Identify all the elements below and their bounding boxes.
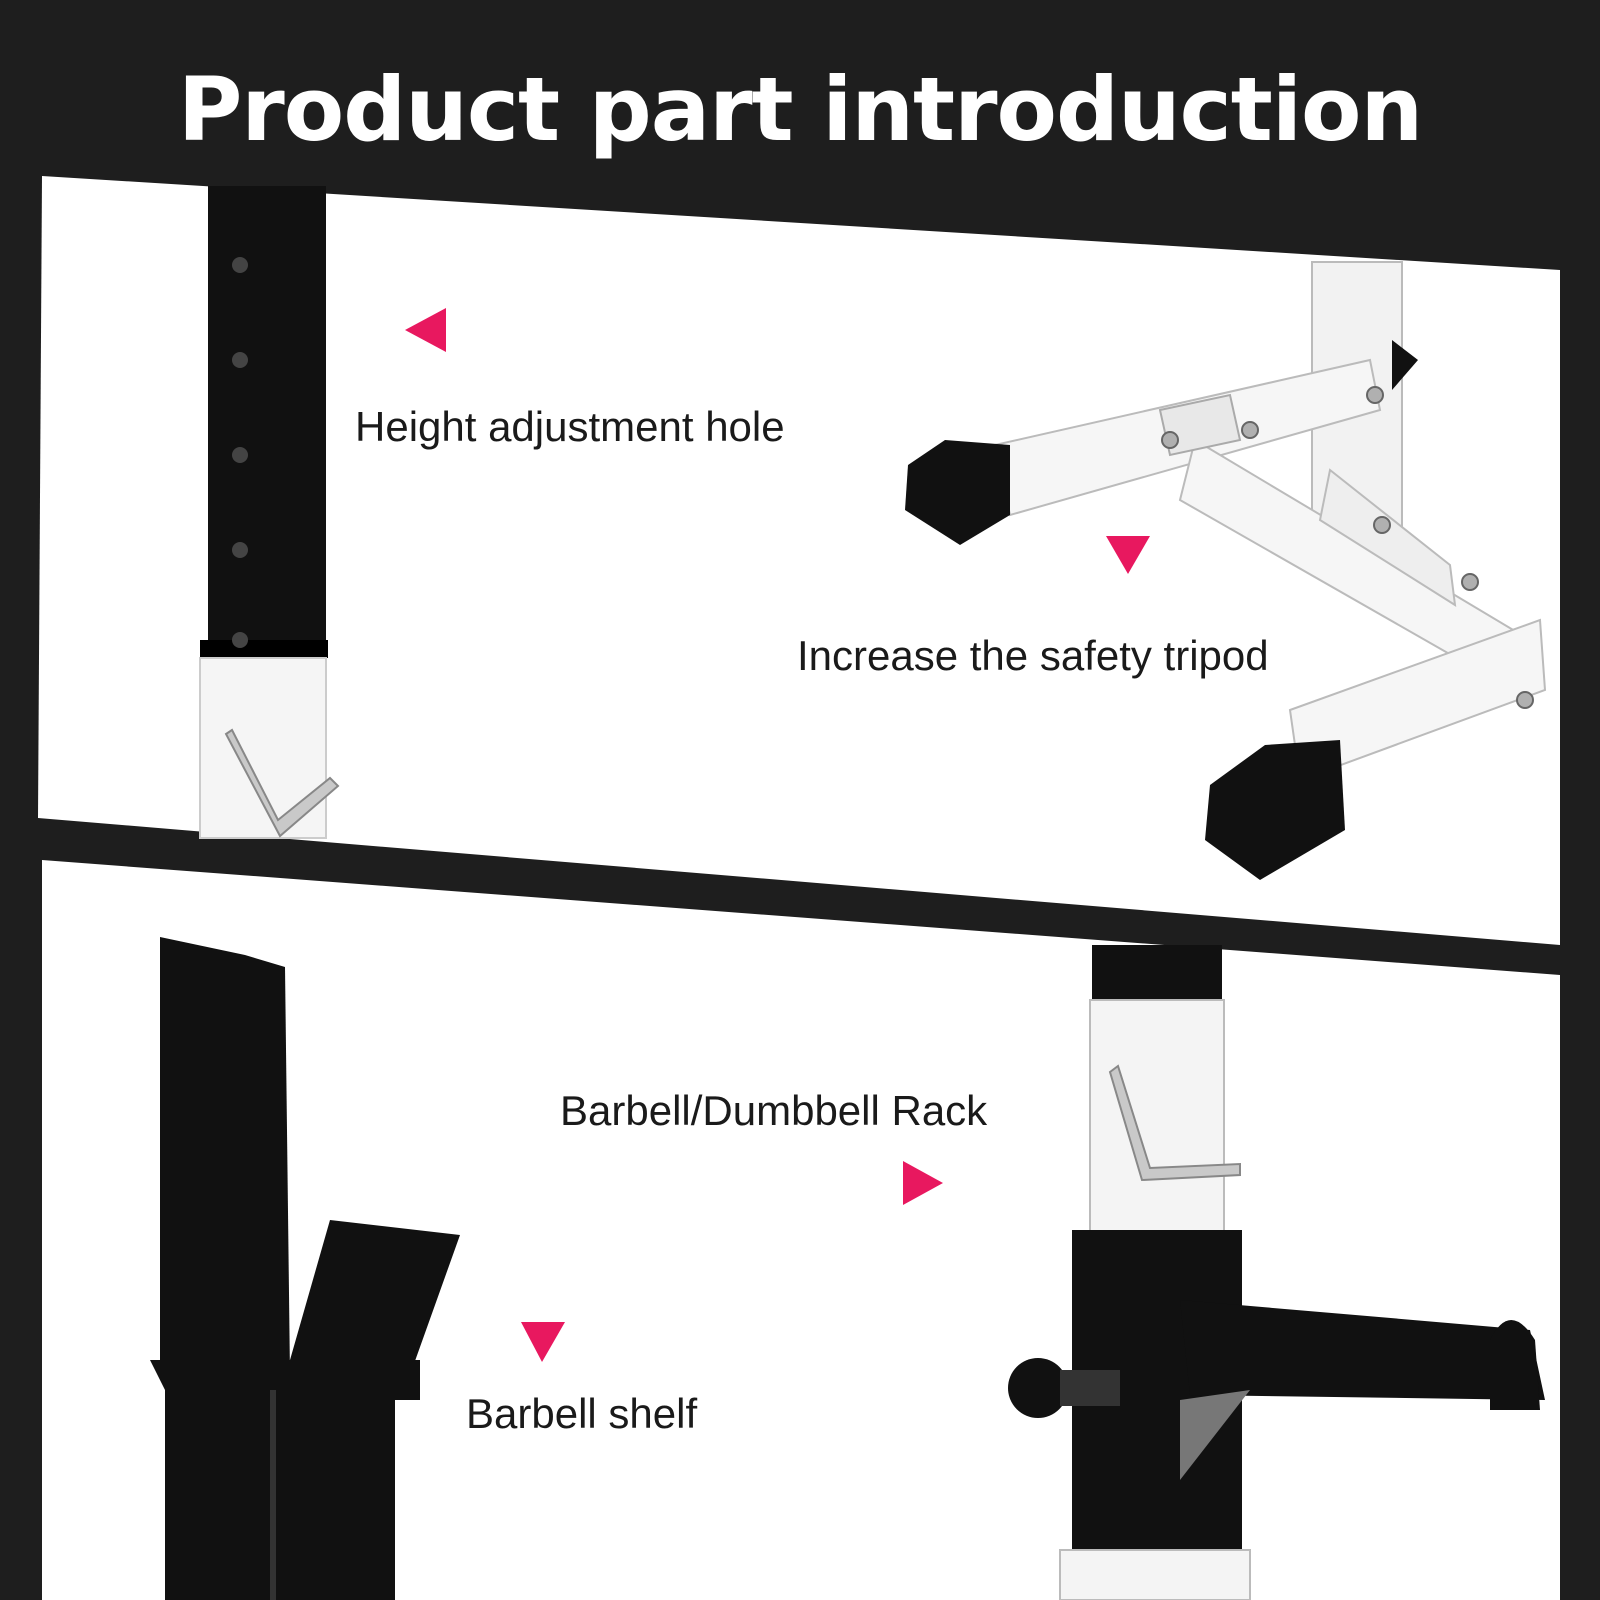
upright-post xyxy=(199,186,340,839)
marker-shelf xyxy=(521,1322,565,1362)
label-barbell-shelf: Barbell shelf xyxy=(466,1390,698,1437)
marker-height-hole xyxy=(405,308,446,352)
label-height-adjustment-hole: Height adjustment hole xyxy=(355,403,785,450)
rack-post xyxy=(1008,945,1545,1600)
rack-safety-pin xyxy=(1108,1064,1241,1182)
top-panel xyxy=(38,176,1560,945)
safety-pin xyxy=(224,728,340,838)
label-barbell-dumbbell-rack: Barbell/Dumbbell Rack xyxy=(560,1087,988,1134)
tripod-base xyxy=(905,261,1547,880)
adjustment-holes xyxy=(232,257,248,648)
barbell-shelf-bracket xyxy=(150,937,460,1600)
label-safety-tripod: Increase the safety tripod xyxy=(797,632,1269,679)
marker-tripod xyxy=(1106,536,1150,574)
foot-cap-left xyxy=(905,440,1010,545)
foot-cap-right xyxy=(1205,740,1345,880)
j-hook-arm xyxy=(1180,1300,1545,1400)
marker-rack xyxy=(903,1161,943,1205)
page-title: Product part introduction xyxy=(177,58,1423,161)
